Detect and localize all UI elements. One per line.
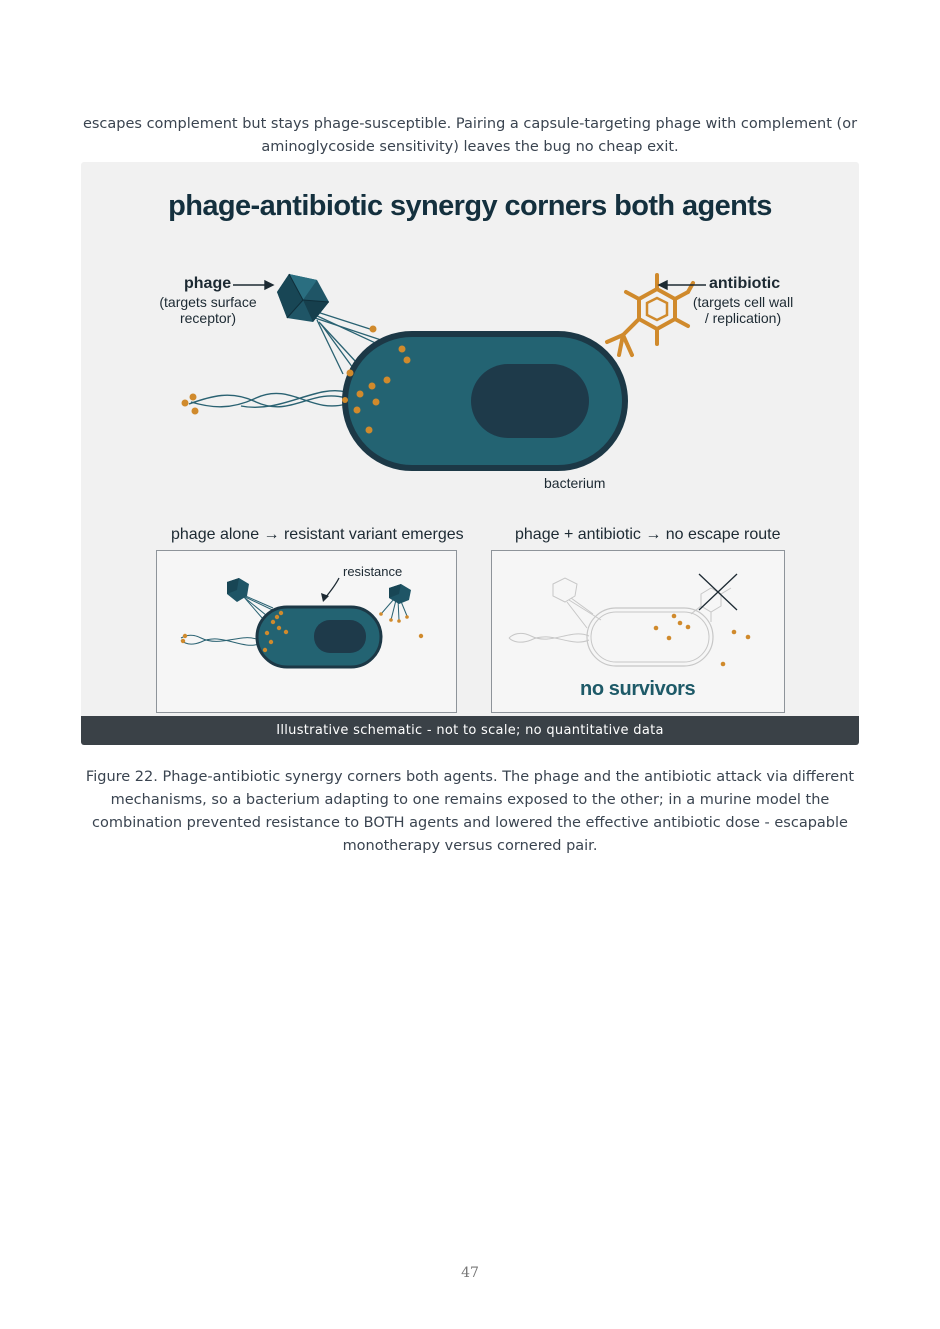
figure-caption: Figure 22. Phage-antibiotic synergy corn…: [85, 768, 855, 854]
phage-sublabel-line-1: (targets surface: [159, 294, 257, 310]
left-panel-title: phage alone → resistant variant emerges: [171, 526, 464, 543]
no-survivors-label: no survivors: [580, 678, 696, 700]
antibiotic-sublabel-line-1: (targets cell wall: [692, 294, 794, 310]
right-panel-title: phage + antibiotic → no escape route: [515, 526, 781, 543]
antibiotic-sublabel: (targets cell wall / replication): [685, 294, 801, 326]
flagellum-tips: [181, 393, 199, 415]
resistance-label: resistance: [343, 564, 403, 579]
right-panel-scene: [508, 573, 751, 667]
antibiotic-label: antibiotic: [709, 275, 781, 292]
antibiotic-icon: [605, 273, 695, 357]
page-number: 47: [461, 1265, 479, 1281]
figure-22: phage-antibiotic synergy corners both ag…: [81, 162, 859, 745]
bacterium-label: bacterium: [544, 475, 606, 491]
disclaimer-bar: Illustrative schematic - not to scale; n…: [81, 716, 859, 745]
label-arrows: [233, 279, 706, 291]
phage-sublabel-line-2: receptor): [179, 310, 237, 326]
bacterium-icon: [342, 331, 628, 471]
antibiotic-sublabel-line-2: / replication): [704, 310, 782, 326]
phage-injection-dots: [342, 325, 411, 434]
left-panel-scene: [180, 577, 424, 669]
figure-illustration: [180, 273, 751, 669]
phage-icon: [277, 273, 330, 322]
phage-label: phage: [184, 275, 232, 292]
phage-sublabel: (targets surface receptor): [153, 294, 263, 326]
figure-title: phage-antibiotic synergy corners both ag…: [168, 190, 772, 222]
intro-paragraph: escapes complement but stays phage-susce…: [82, 115, 858, 155]
flagellum: [188, 390, 347, 408]
